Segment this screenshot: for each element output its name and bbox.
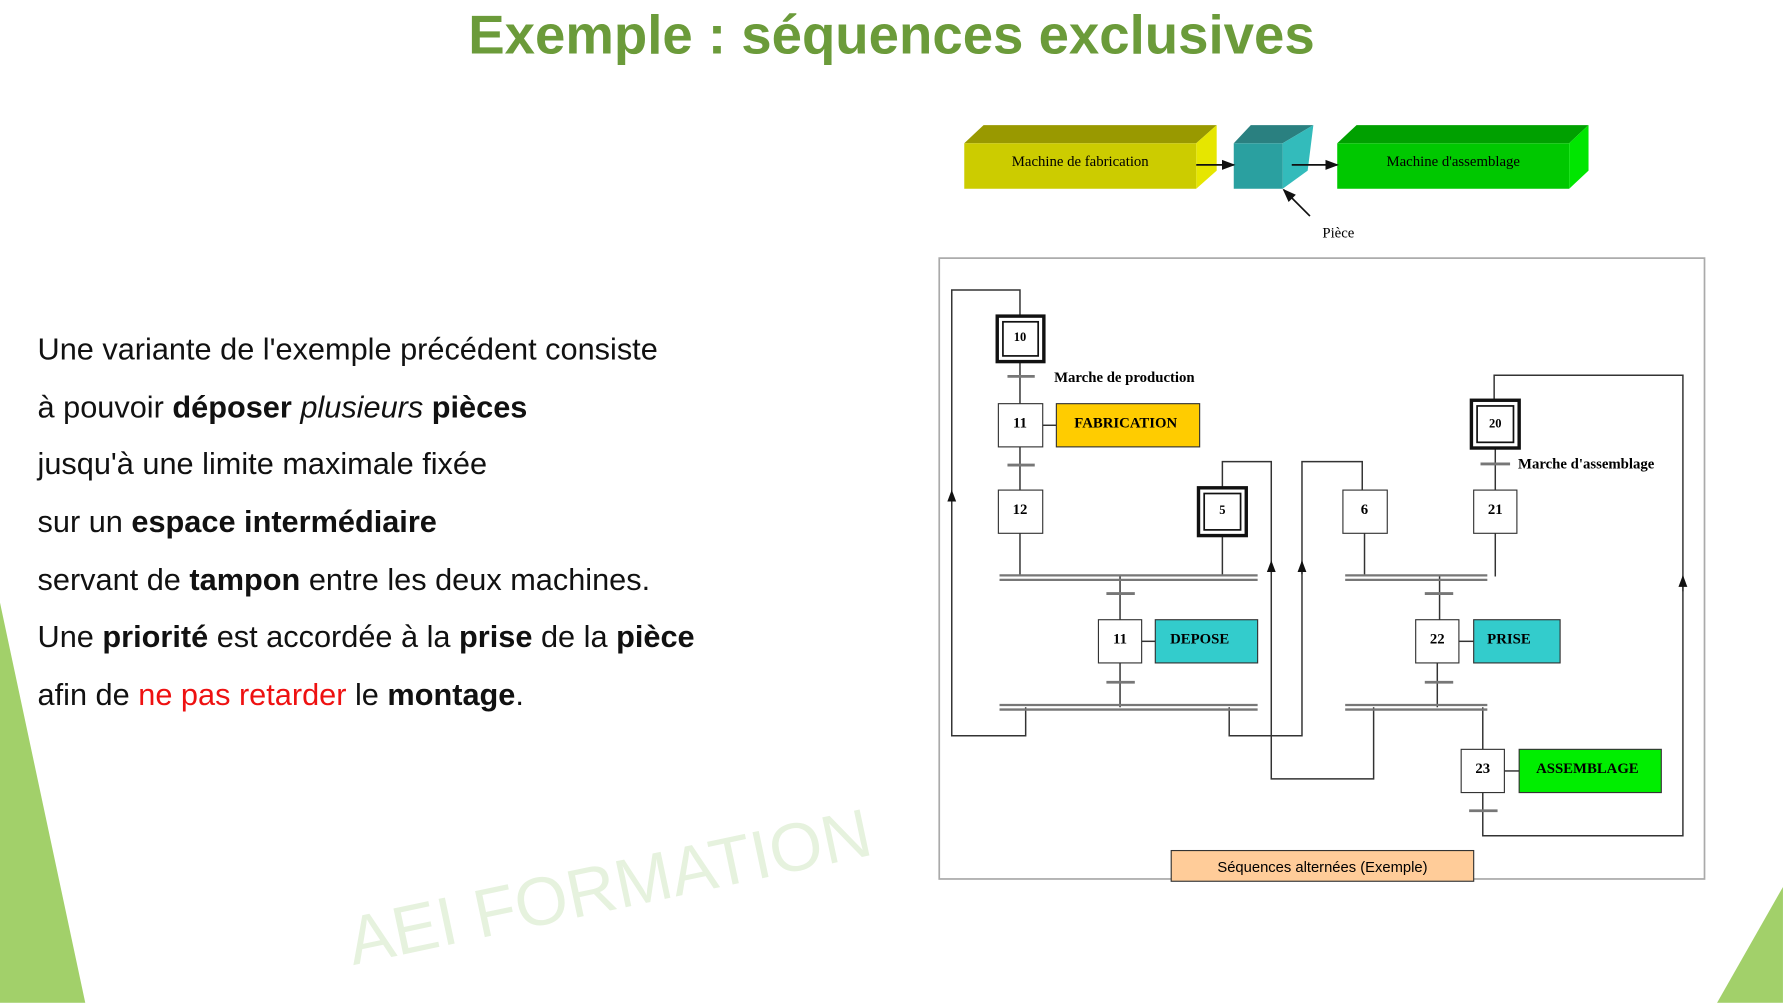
text-span: servant de (37, 562, 190, 597)
step-11[interactable]: 11 (997, 403, 1044, 448)
text-bold: espace intermédiaire (131, 504, 437, 540)
text-bold: prise (459, 620, 533, 655)
text-span: est accordée à la (208, 620, 460, 655)
text-bold: tampon (189, 562, 301, 597)
text-span: entre les deux machines. (300, 562, 651, 597)
text-line-2: à pouvoir déposer plusieurs pièces (38, 385, 695, 443)
action-fabrication: FABRICATION (1055, 403, 1201, 448)
text-red: ne pas retarder (138, 677, 347, 712)
text-italic: plusieurs (300, 389, 424, 424)
text-span: sur un (37, 504, 132, 540)
flow-arrows (1196, 159, 1339, 217)
text-bold: pièce (616, 620, 695, 655)
text-line-4: sur un espace intermédiaire (38, 500, 695, 558)
simultaneous-bars (999, 574, 1488, 711)
svg-text:ASSEMBLAGE: ASSEMBLAGE (1536, 761, 1639, 777)
text-bold: déposer (172, 389, 292, 424)
step-20[interactable]: 20 (1469, 398, 1521, 450)
transitions (1007, 374, 1511, 813)
step-6[interactable]: 6 (1342, 489, 1388, 534)
step-11-depose[interactable]: 11 (1097, 619, 1143, 664)
svg-text:10: 10 (1014, 330, 1026, 344)
grafcet-links (951, 289, 1684, 837)
svg-text:22: 22 (1430, 632, 1445, 648)
transition-production-label: Marche de production (1054, 370, 1195, 386)
machine-assemblage-label: Machine d'assemblage (1386, 154, 1520, 170)
caption-box: Séquences alternées (Exemple) (1170, 849, 1475, 882)
text-line-3: jusqu'à une limite maximale fixée (38, 443, 695, 501)
svg-text:12: 12 (1013, 502, 1028, 518)
step-22[interactable]: 22 (1415, 619, 1460, 664)
transition-assemblage-label: Marche d'assemblage (1518, 456, 1655, 472)
machine-fabrication-label: Machine de fabrication (1012, 154, 1150, 170)
up-arrows (947, 489, 1688, 592)
svg-text:FABRICATION: FABRICATION (1074, 416, 1177, 432)
text-span: . (515, 677, 524, 712)
text-bold: priorité (102, 620, 209, 655)
right-corner-decoration (1717, 886, 1783, 1003)
machine-fabrication: Machine de fabrication (964, 125, 1217, 189)
svg-text:DEPOSE: DEPOSE (1170, 632, 1229, 648)
text-span: le (346, 677, 388, 712)
step-10[interactable]: 10 (995, 314, 1046, 364)
svg-text:20: 20 (1489, 417, 1502, 431)
svg-text:11: 11 (1013, 416, 1027, 432)
svg-text:6: 6 (1361, 502, 1368, 518)
piece-label: Pièce (1322, 226, 1354, 242)
caption-text: Séquences alternées (Exemple) (1217, 860, 1427, 876)
machine-assemblage: Machine d'assemblage (1337, 125, 1589, 189)
svg-text:23: 23 (1475, 761, 1490, 777)
text-span: afin de (37, 677, 139, 712)
slide-title: Exemple : séquences exclusives (468, 5, 1315, 66)
svg-text:11: 11 (1113, 632, 1127, 648)
text-span: à pouvoir (37, 389, 173, 424)
text-span: de la (532, 620, 617, 655)
text-line-1: Une variante de l'exemple précédent cons… (38, 327, 695, 385)
step-21[interactable]: 21 (1473, 489, 1518, 534)
watermark: AEI FORMATION (341, 795, 878, 980)
step-5[interactable]: 5 (1196, 486, 1248, 538)
action-assemblage: ASSEMBLAGE (1518, 748, 1662, 794)
svg-text:PRISE: PRISE (1487, 632, 1531, 648)
svg-text:21: 21 (1488, 502, 1503, 518)
text-span: jusqu'à une limite maximale fixée (37, 447, 488, 482)
svg-text:5: 5 (1219, 503, 1225, 517)
text-line-7: afin de ne pas retarder le montage. (38, 673, 695, 731)
body-text: Une variante de l'exemple précédent cons… (38, 327, 695, 730)
text-span: Une (37, 620, 103, 655)
step-23[interactable]: 23 (1460, 748, 1505, 794)
text-span (423, 390, 432, 424)
buffer-cube (1233, 125, 1314, 189)
step-12[interactable]: 12 (997, 489, 1044, 534)
text-span: Une variante de l'exemple précédent cons… (37, 332, 658, 367)
action-prise: PRISE (1473, 619, 1561, 664)
text-bold: pièces (431, 389, 528, 424)
action-depose: DEPOSE (1154, 619, 1259, 664)
text-span (292, 390, 301, 424)
text-line-5: servant de tampon entre les deux machine… (38, 558, 695, 616)
text-bold: montage (387, 677, 516, 712)
text-line-6: Une priorité est accordée à la prise de … (38, 616, 695, 674)
